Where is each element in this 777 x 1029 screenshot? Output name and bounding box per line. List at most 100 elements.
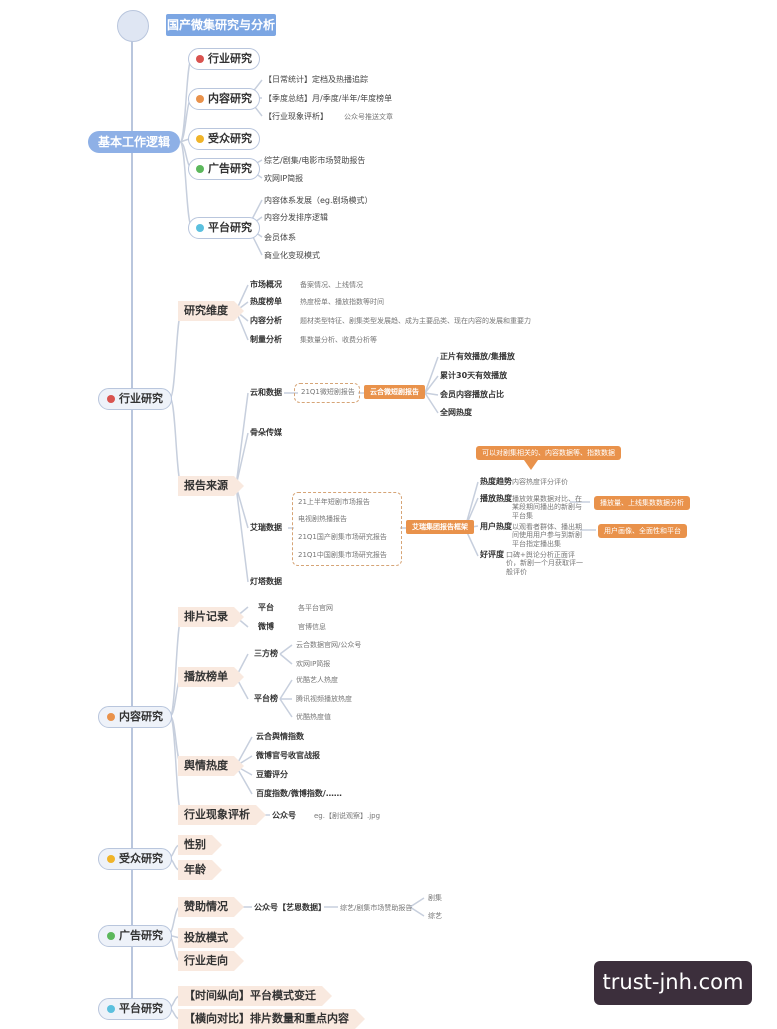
aiqi-reports-frame bbox=[292, 492, 402, 566]
phenomenon-example: eg.【剧说观察】.jpg bbox=[314, 812, 381, 820]
aiqi-report-4: 21Q1中国剧集市场研究报告 bbox=[298, 551, 387, 559]
node-basic-logic[interactable]: 基本工作逻辑 bbox=[88, 131, 180, 153]
opinion-4: 百度指数/微博指数/…… bbox=[256, 789, 342, 798]
opinion-1: 云合舆情指数 bbox=[256, 732, 304, 741]
sponsor-drama: 剧集 bbox=[428, 894, 442, 902]
label: 受众研究 bbox=[208, 132, 252, 146]
src-aiqi: 艾瑞数据 bbox=[250, 523, 282, 532]
schedule-platform: 平台 bbox=[258, 603, 274, 612]
opinion-3: 豆瓣评分 bbox=[256, 770, 288, 779]
yellow-dot-icon bbox=[107, 855, 115, 863]
aiqi-item-3-value: 以观看者群体、播出期间使用用户参与到新剧平台指定播出集 bbox=[512, 523, 582, 548]
node-content-research[interactable]: 内容研究 bbox=[98, 706, 172, 728]
label: 平台研究 bbox=[208, 221, 252, 235]
teal-dot-icon bbox=[196, 224, 204, 232]
yunhe-item-3: 会员内容播放占比 bbox=[440, 390, 504, 399]
node-phenomenon[interactable]: 行业现象评析 bbox=[178, 805, 266, 825]
node-ad-research[interactable]: 广告研究 bbox=[98, 925, 172, 947]
leaf-quarter-summary: 【季度总结】月/季度/半年/年度榜单 bbox=[264, 94, 393, 103]
src-guduo: 骨朵传媒 bbox=[250, 428, 282, 437]
green-dot-icon bbox=[107, 932, 115, 940]
dim-content-desc: 题材类型特征、剧集类型发展趋、成为主要品类、现在内容的发展和重要力 bbox=[300, 317, 531, 325]
node-play-ranking[interactable]: 播放榜单 bbox=[178, 667, 244, 687]
platform-rank-1: 优酷艺人热度 bbox=[296, 676, 338, 684]
aiqi-box[interactable]: 艾瑞集团报告框架 bbox=[406, 520, 474, 535]
node-sponsorship[interactable]: 赞助情况 bbox=[178, 897, 244, 917]
aiqi-report-3: 21Q1国产剧集市场研究报告 bbox=[298, 533, 387, 541]
node-industry-research[interactable]: 行业研究 bbox=[98, 388, 172, 410]
label: 内容研究 bbox=[208, 92, 252, 106]
node-content-research-top[interactable]: 内容研究 bbox=[188, 88, 260, 110]
node-age[interactable]: 年龄 bbox=[178, 860, 222, 880]
node-platform-horizontal[interactable]: 【横向对比】排片数量和重点内容 bbox=[178, 1009, 365, 1029]
teal-dot-icon bbox=[107, 1005, 115, 1013]
label: 受众研究 bbox=[119, 852, 163, 866]
node-placement-mode[interactable]: 投放模式 bbox=[178, 928, 244, 948]
aiqi-item-3-tag: 用户画像、全面性和平台 bbox=[598, 524, 687, 539]
orange-dot-icon bbox=[196, 95, 204, 103]
leaf-phenomenon-review: 【行业现象评析】 bbox=[264, 112, 328, 121]
yunhe-box[interactable]: 云合微短剧报告 bbox=[364, 385, 425, 400]
dim-market-desc: 备案情况、上线情况 bbox=[300, 281, 363, 289]
aiqi-item-1-key: 热度趋势 bbox=[480, 477, 512, 486]
label: 广告研究 bbox=[119, 929, 163, 943]
yunhe-item-1: 正片有效播放/集播放 bbox=[440, 352, 515, 361]
opinion-2: 微博官号收官战报 bbox=[256, 751, 320, 760]
dim-market: 市场概况 bbox=[250, 280, 282, 289]
red-dot-icon bbox=[107, 395, 115, 403]
leaf-sponsor-report: 综艺/剧集/电影市场赞助报告 bbox=[264, 156, 366, 165]
src-yunhe: 云和数据 bbox=[250, 388, 282, 397]
node-ad-research-top[interactable]: 广告研究 bbox=[188, 158, 260, 180]
label: 行业研究 bbox=[119, 392, 163, 406]
leaf-membership: 会员体系 bbox=[264, 233, 296, 242]
node-platform-research-top[interactable]: 平台研究 bbox=[188, 217, 260, 239]
label: 行业研究 bbox=[208, 52, 252, 66]
aiqi-report-2: 电视剧热播报告 bbox=[298, 515, 347, 523]
root-node-circle[interactable] bbox=[117, 10, 149, 42]
label: 广告研究 bbox=[208, 162, 252, 176]
leaf-monetization: 商业化变现模式 bbox=[264, 251, 320, 260]
node-research-dimension[interactable]: 研究维度 bbox=[178, 301, 244, 321]
aiqi-item-4-key: 好评度 bbox=[480, 550, 504, 559]
node-gender[interactable]: 性别 bbox=[178, 835, 222, 855]
leaf-distribution-logic: 内容分发排序逻辑 bbox=[264, 213, 328, 222]
dim-heat: 热度榜单 bbox=[250, 297, 282, 306]
schedule-weibo-desc: 官博信息 bbox=[298, 623, 326, 631]
node-audience-research-top[interactable]: 受众研究 bbox=[188, 128, 260, 150]
ranking-third-party: 三方榜 bbox=[254, 649, 278, 658]
third-party-2: 欢网IP简报 bbox=[296, 660, 331, 668]
node-platform-research[interactable]: 平台研究 bbox=[98, 998, 172, 1020]
yunhe-report: 21Q1微短剧报告 bbox=[301, 388, 355, 396]
dim-volume: 制量分析 bbox=[250, 335, 282, 344]
yellow-dot-icon bbox=[196, 135, 204, 143]
yunhe-item-4: 全网热度 bbox=[440, 408, 472, 417]
aiqi-item-4-value: 口碑+舆论分析正面评价，新剧一个月获取评一般评价 bbox=[506, 551, 583, 576]
leaf-daily-stats: 【日常统计】定档及热播追踪 bbox=[264, 75, 368, 84]
node-audience-research[interactable]: 受众研究 bbox=[98, 848, 172, 870]
platform-rank-3: 优酷热度值 bbox=[296, 713, 331, 721]
ranking-platform: 平台榜 bbox=[254, 694, 278, 703]
third-party-1: 云合数据官网/公众号 bbox=[296, 641, 362, 649]
dim-content: 内容分析 bbox=[250, 316, 282, 325]
node-platform-vertical[interactable]: 【时间纵向】平台模式变迁 bbox=[178, 986, 332, 1006]
phenomenon-account: 公众号 bbox=[272, 811, 296, 820]
node-schedule-record[interactable]: 排片记录 bbox=[178, 607, 244, 627]
node-report-source[interactable]: 报告来源 bbox=[178, 476, 244, 496]
sponsor-report: 综艺/剧集市场赞助报告 bbox=[340, 904, 413, 912]
aiqi-report-1: 21上半年短剧市场报告 bbox=[298, 498, 370, 506]
leaf-official-account-articles: 公众号推送文章 bbox=[344, 113, 393, 121]
src-dengta: 灯塔数据 bbox=[250, 577, 282, 586]
orange-dot-icon bbox=[107, 713, 115, 721]
label: 内容研究 bbox=[119, 710, 163, 724]
aiqi-item-2-key: 播放热度 bbox=[480, 494, 512, 503]
label: 平台研究 bbox=[119, 1002, 163, 1016]
sponsor-account: 公众号【艺恩数据】 bbox=[254, 903, 326, 912]
green-dot-icon bbox=[196, 165, 204, 173]
node-public-opinion[interactable]: 舆情热度 bbox=[178, 756, 244, 776]
root-title[interactable]: 国产微集研究与分析 bbox=[166, 14, 276, 36]
node-industry-research-top[interactable]: 行业研究 bbox=[188, 48, 260, 70]
aiqi-item-2-value: 播放效果数据对比、在某段期间播出的新剧与平台集 bbox=[512, 495, 582, 520]
watermark: trust-jnh.com bbox=[594, 961, 752, 1005]
node-industry-trend[interactable]: 行业走向 bbox=[178, 951, 244, 971]
